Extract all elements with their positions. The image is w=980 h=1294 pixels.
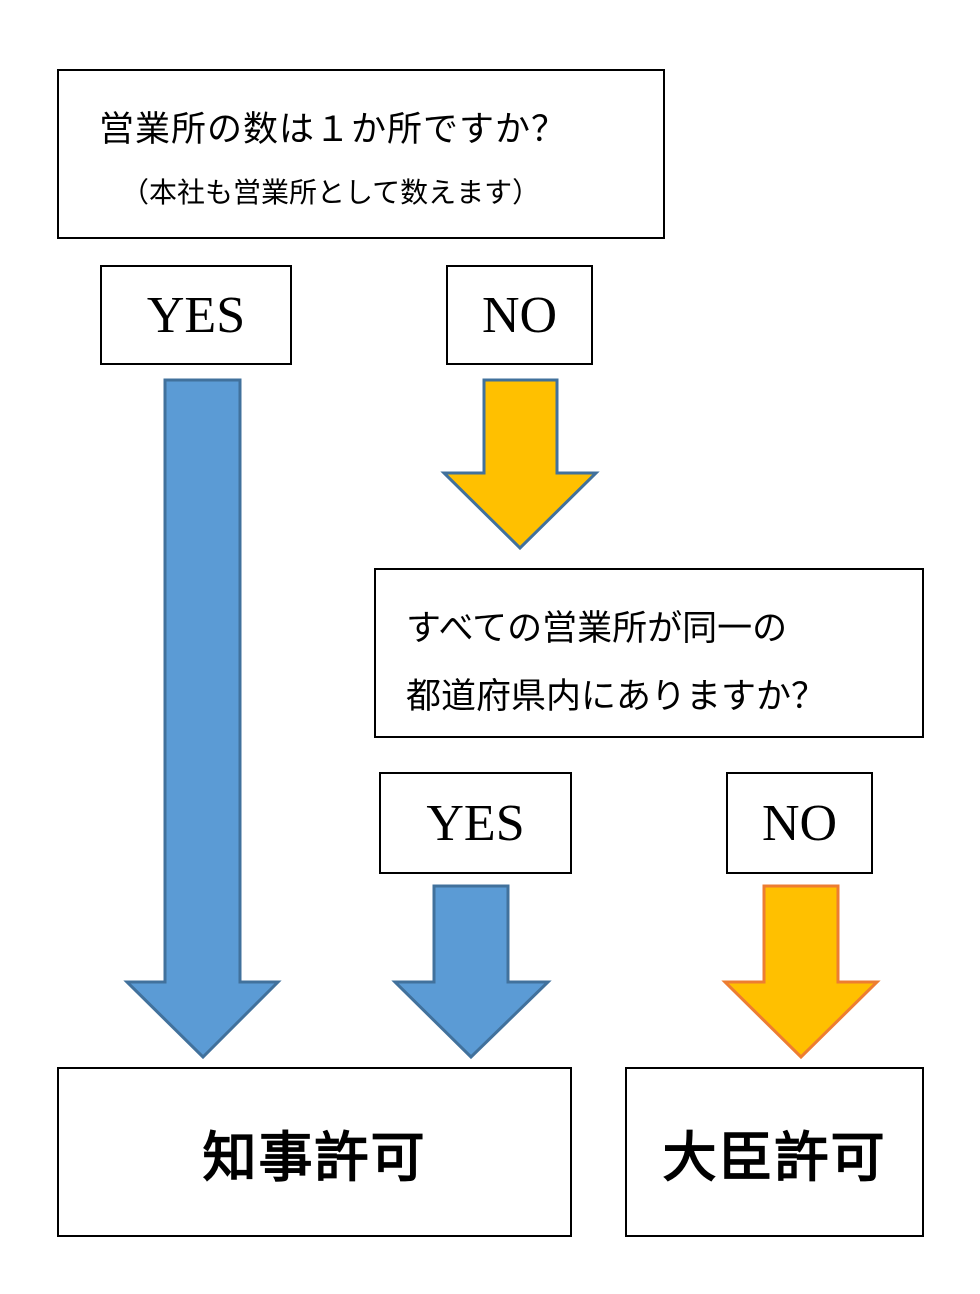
question1-note: （本社も営業所として数えます） (121, 176, 541, 209)
answer-yes-q1: YES (100, 265, 292, 365)
arrow-no-upper (440, 378, 600, 551)
arrow-yes-short (391, 884, 552, 1060)
answer-yes-q2: YES (379, 772, 572, 874)
arrow-yes-long (123, 378, 282, 1060)
question2-line2: 都道府県内にありますか？ (406, 677, 827, 717)
question1-text: 営業所の数は１か所ですか？ (99, 110, 568, 150)
arrow-no-lower (721, 884, 881, 1060)
answer-no-q2: NO (726, 772, 873, 874)
result-governor-permit: 知事許可 (57, 1067, 572, 1237)
question-box-same-prefecture: すべての営業所が同一の 都道府県内にありますか？ (374, 568, 924, 738)
result-minister-permit: 大臣許可 (625, 1067, 924, 1237)
question-box-office-count: 営業所の数は１か所ですか？ （本社も営業所として数えます） (57, 69, 665, 239)
question2-line1: すべての営業所が同一の (406, 609, 788, 649)
answer-no-q1: NO (446, 265, 593, 365)
